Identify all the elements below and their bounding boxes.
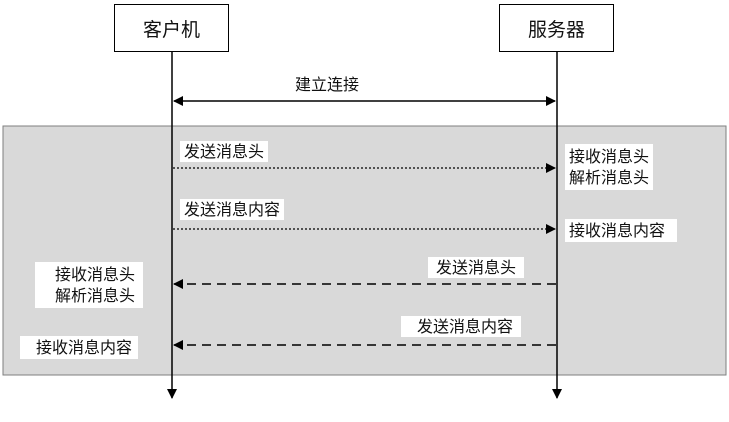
client-recv-body-label: 接收消息内容 [20, 336, 139, 359]
server-recv-header-text: 接收消息头 [569, 147, 650, 166]
server-send-header-label: 发送消息头 [428, 257, 525, 278]
server-parse-header-text: 解析消息头 [569, 168, 650, 187]
client-recv-header-text: 接收消息头 [55, 265, 136, 284]
client-box: 客户机 [114, 4, 229, 52]
connect-label: 建立连接 [287, 74, 368, 95]
server-label: 服务器 [527, 18, 585, 41]
client-send-body-label: 发送消息内容 [180, 199, 285, 220]
client-send-header-label: 发送消息头 [180, 141, 269, 162]
client-label: 客户机 [142, 18, 200, 41]
server-recv-body-label: 接收消息内容 [565, 219, 678, 242]
client-parse-header-text: 解析消息头 [55, 286, 136, 305]
server-recv-parse-header-label: 接收消息头 解析消息头 [565, 144, 654, 190]
server-box: 服务器 [499, 4, 614, 52]
server-send-body-label: 发送消息内容 [401, 316, 522, 337]
client-recv-parse-header-label: 接收消息头 解析消息头 [35, 262, 144, 308]
